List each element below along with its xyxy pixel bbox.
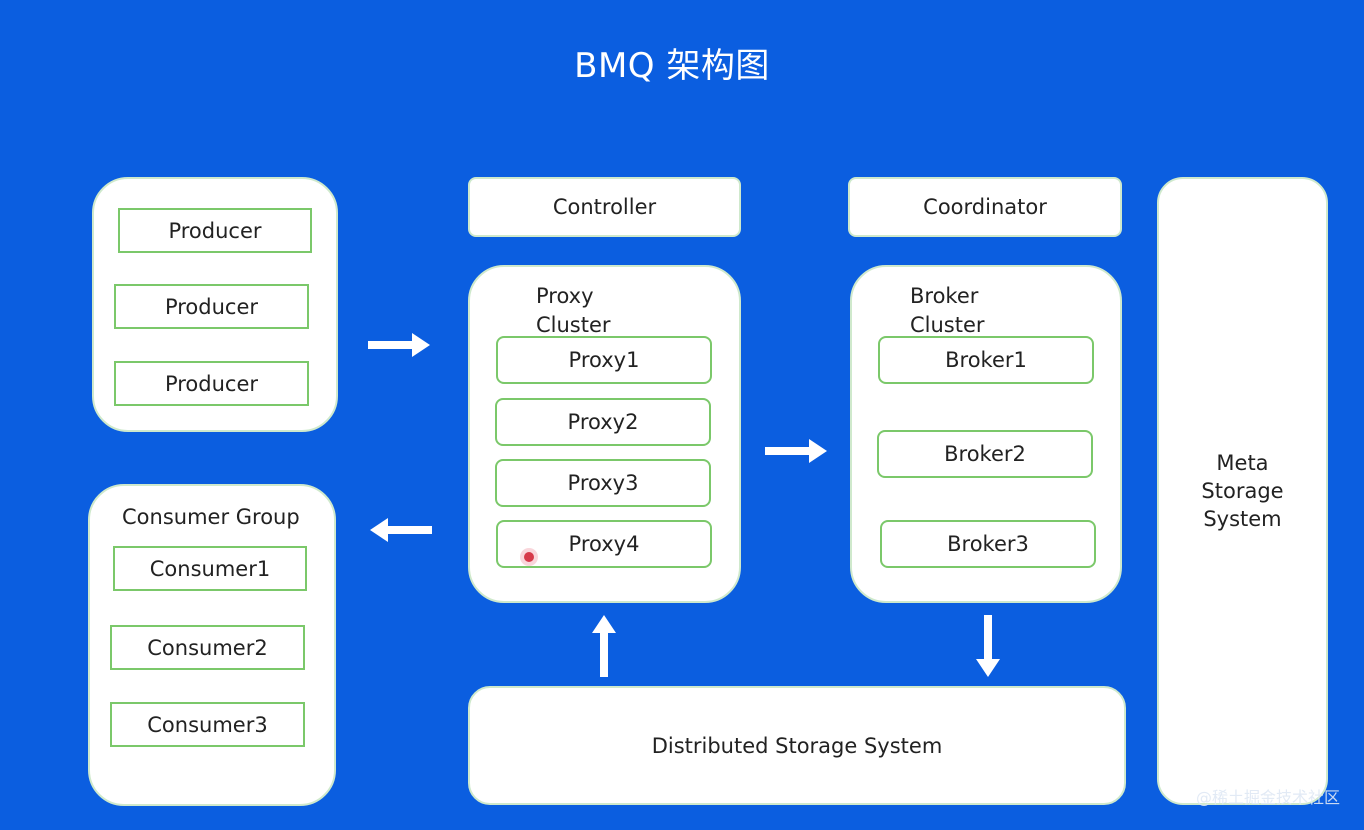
diagram-title: BMQ 架构图 [574,46,770,86]
consumer-box: Consumer3 [110,702,305,747]
coordinator-box: Coordinator [848,177,1122,237]
consumer-box: Consumer2 [110,625,305,670]
arrow-down-icon [974,613,1002,679]
arrow-up-icon [590,613,618,679]
proxy-box: Proxy1 [496,336,712,384]
controller-box: Controller [468,177,741,237]
proxy-cluster-label-line2: Cluster [536,313,611,337]
meta-storage-line2: Storage [1201,479,1284,503]
producer-box: Producer [118,208,312,253]
broker-box: Broker3 [880,520,1096,568]
arrow-right-icon [366,331,432,359]
broker-box: Broker1 [878,336,1094,384]
distributed-storage-system-panel: Distributed Storage System [468,686,1126,805]
broker-cluster-label-line2: Cluster [910,313,985,337]
meta-storage-line1: Meta [1216,451,1269,475]
broker-cluster-label: Broker Cluster [910,282,985,340]
consumer-group-label: Consumer Group [122,505,300,529]
watermark: @稀土掘金技术社区 [1195,788,1340,807]
mouse-cursor-marker [524,552,534,562]
distributed-storage-label: Distributed Storage System [651,733,943,758]
meta-storage-system-panel: Meta Storage System [1157,177,1328,805]
proxy-box: Proxy2 [495,398,711,446]
consumer-box: Consumer1 [113,546,307,591]
broker-cluster-label-line1: Broker [910,284,979,308]
producer-box: Producer [114,284,309,329]
proxy-cluster-label-line1: Proxy [536,284,594,308]
proxy-cluster-label: Proxy Cluster [536,282,611,340]
broker-box: Broker2 [877,430,1093,478]
producer-box: Producer [114,361,309,406]
arrow-left-icon [368,516,434,544]
meta-storage-line3: System [1203,507,1282,531]
proxy-box: Proxy3 [495,459,711,507]
arrow-right-icon [763,437,829,465]
